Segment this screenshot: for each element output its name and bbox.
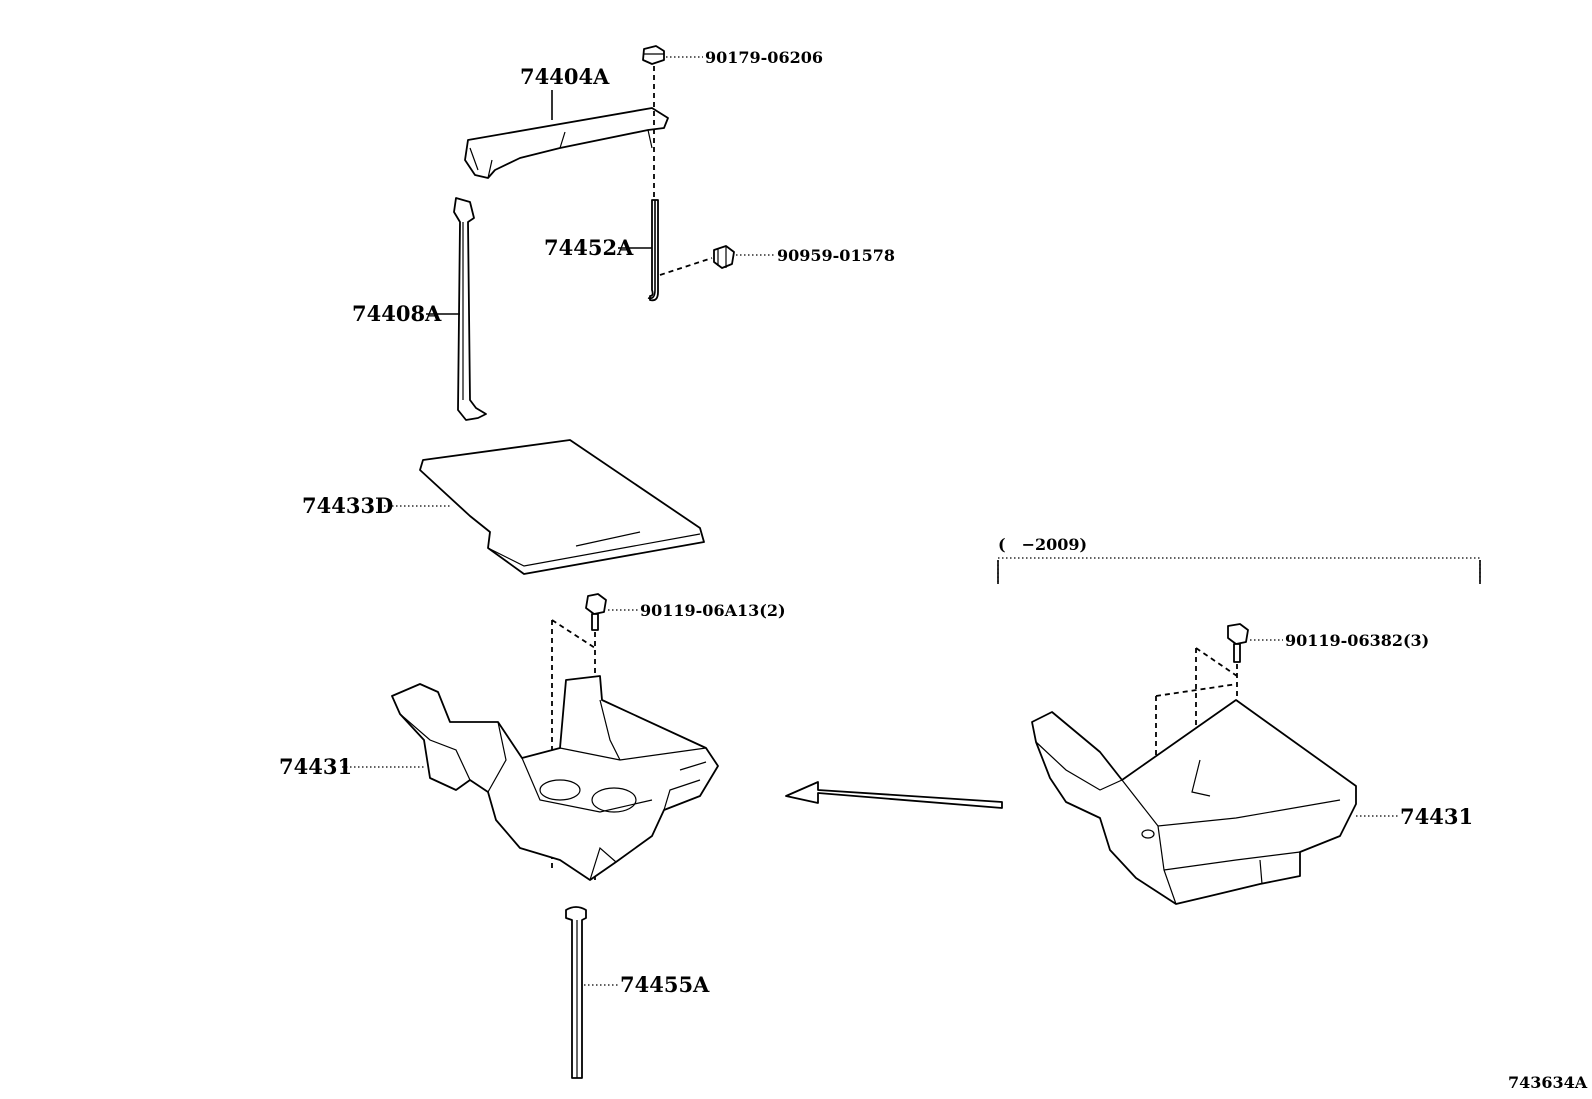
label-j-bolt-rod: 74452A [544,235,634,260]
top-nut-part [642,45,665,65]
label-top-nut: 90179-06206 [705,48,823,67]
range-bracket-line [997,557,1481,582]
hold-down-clamp-part [464,107,669,179]
left-battery-tray-part [391,675,719,881]
label-bottom-bolt: 74455A [620,972,710,997]
label-left-bolt: 90119-06A13(2) [640,601,786,620]
j-bolt-rod-part [647,199,659,302]
label-range-bracket: ( −2009) [998,535,1087,554]
replacement-arrow-icon [785,781,1003,809]
label-left-tray: 74431 [279,754,352,779]
left-bolt-part [585,593,607,631]
label-diagram-id: 743634A [1508,1073,1588,1092]
bottom-bolt-part [565,906,587,1079]
label-hold-down-clamp: 74404A [520,64,610,89]
right-battery-tray-part [1031,699,1357,905]
right-bolt-part [1227,623,1249,663]
side-rod-part [453,197,487,421]
range-bracket-ends [997,560,1481,584]
label-clip: 90959-01578 [777,246,895,265]
label-side-rod: 74408A [352,301,442,326]
insulator-sheet-part [419,439,705,575]
label-right-bolt: 90119-06382(3) [1285,631,1429,650]
label-insulator: 74433D [302,493,393,518]
label-right-tray: 74431 [1400,804,1473,829]
clip-part [713,245,735,269]
axis-clip [659,257,713,276]
